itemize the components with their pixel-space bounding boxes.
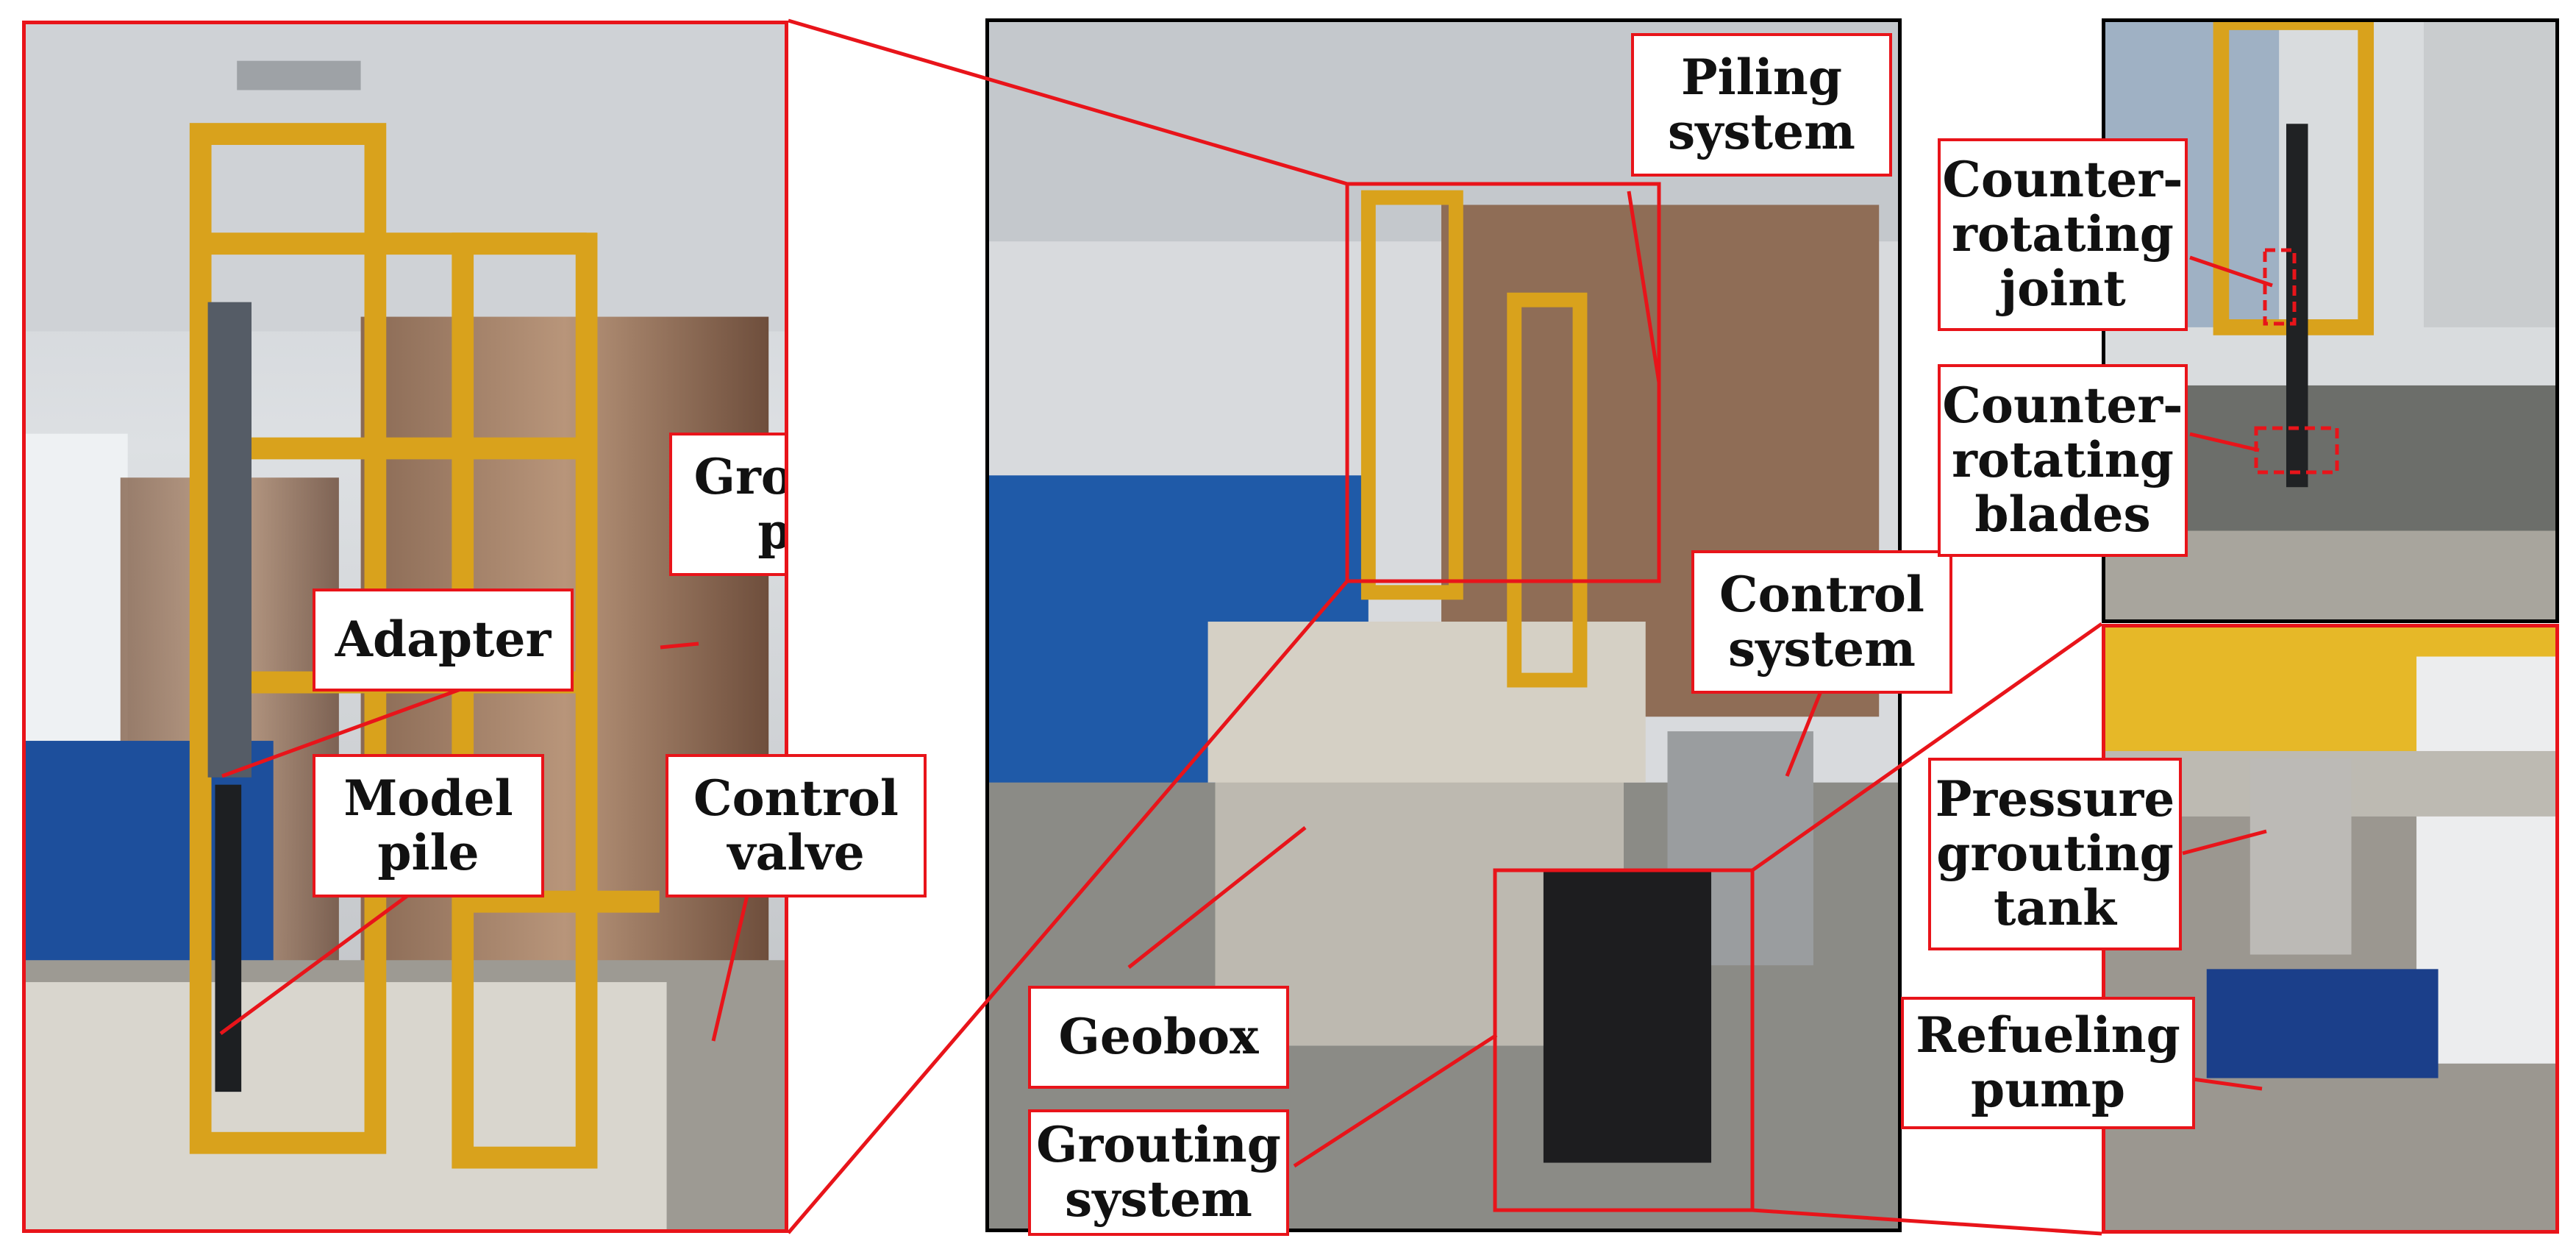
left-photo-panel: Grouting pipe [22,21,788,1233]
counter-rotating-blades-label: Counter- rotating blades [1938,364,2188,557]
adapter-label: Adapter [313,589,574,692]
counter-rotating-joint-label: Counter- rotating joint [1938,138,2188,331]
model-pile-label: Model pile [313,754,544,897]
control-valve-label: Control valve [666,754,927,897]
grouting-pipe-label: Grouting pipe [669,433,785,576]
geobox-label: Geobox [1028,986,1289,1089]
refueling-pump-label: Refueling pump [1901,997,2195,1129]
piling-system-label: Piling system [1631,33,1892,177]
grouting-system-label: Grouting system [1028,1109,1289,1236]
control-system-label: Control system [1691,550,1952,694]
pressure-grouting-tank-label: Pressure grouting tank [1928,758,2182,950]
